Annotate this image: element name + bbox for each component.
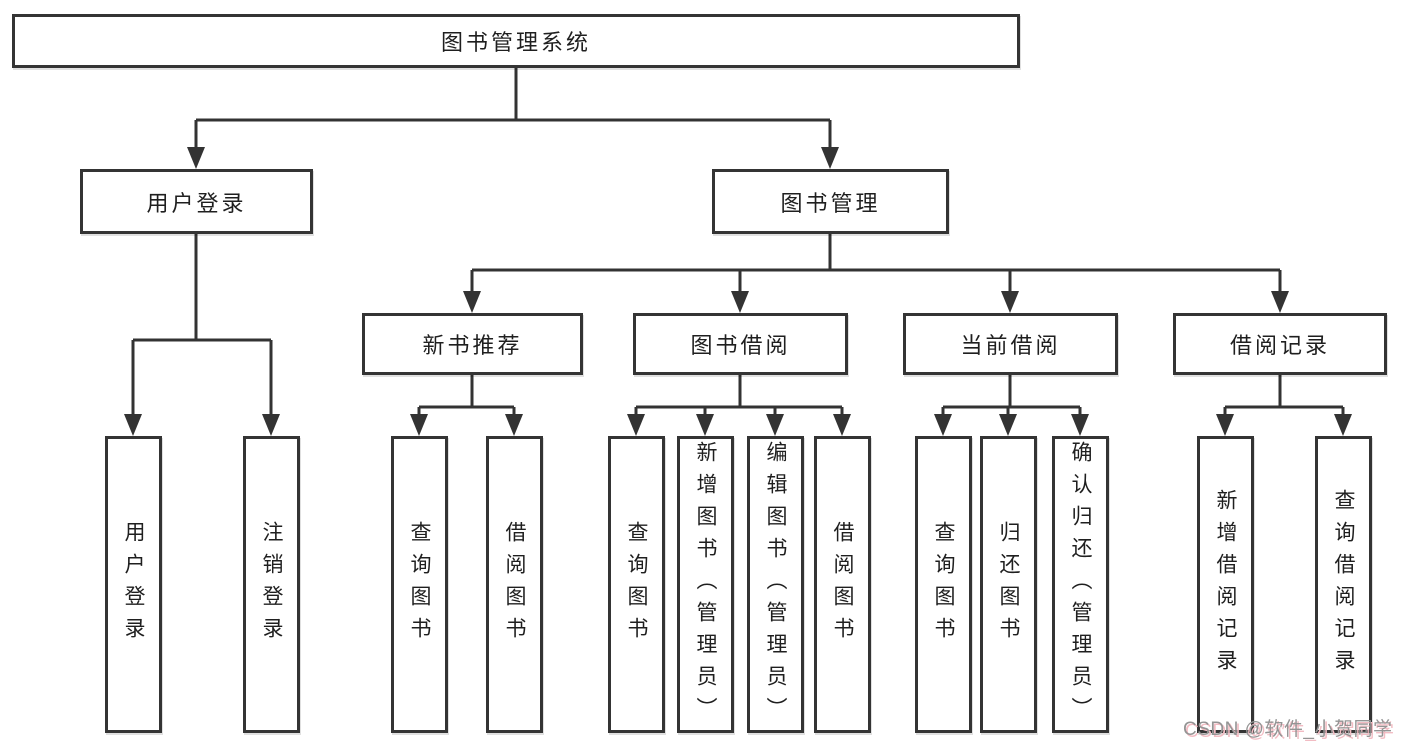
leaf-query-books-current: 查询图书 (915, 436, 972, 733)
arrow-down-icon (833, 414, 851, 436)
arrow-down-icon (410, 414, 428, 436)
leaf-query-borrow-record: 查询借阅记录 (1315, 436, 1372, 733)
arrow-down-icon (1071, 414, 1089, 436)
watermark: CSDN @软件_小贺同学 (1183, 719, 1393, 740)
arrow-down-icon (627, 414, 645, 436)
leaf-add-book-admin: 新增图书（管理员） (677, 436, 734, 733)
edge-bookborrow-to-leaves (634, 375, 844, 416)
leaf-confirm-return-admin: 确认归还（管理员） (1052, 436, 1109, 733)
arrow-down-icon (1216, 414, 1234, 436)
arrow-down-icon (1001, 291, 1019, 313)
arrowheads (124, 147, 1352, 436)
node-user-login: 用户登录 (80, 169, 313, 234)
leaf-query-books-recommend: 查询图书 (391, 436, 448, 733)
node-book-borrow: 图书借阅 (633, 313, 848, 375)
arrow-down-icon (463, 291, 481, 313)
leaf-borrow-book: 借阅图书 (814, 436, 871, 733)
leaf-borrow-books-recommend: 借阅图书 (486, 436, 543, 733)
arrow-down-icon (766, 414, 784, 436)
leaf-user-login: 用户登录 (105, 436, 162, 733)
arrow-down-icon (696, 414, 714, 436)
leaf-add-borrow-record: 新增借阅记录 (1197, 436, 1254, 733)
edge-userlogin-to-leaves (131, 234, 273, 416)
arrow-down-icon (821, 147, 839, 169)
edge-newbook-to-leaves (417, 375, 516, 416)
arrow-down-icon (187, 147, 205, 169)
leaf-query-books-borrow: 查询图书 (608, 436, 665, 733)
arrow-down-icon (262, 414, 280, 436)
edge-bookmgmt-to-level3 (470, 234, 1282, 293)
edge-borrowrecords-to-leaves (1223, 375, 1345, 416)
node-borrow-records: 借阅记录 (1173, 313, 1387, 375)
arrow-down-icon (999, 414, 1017, 436)
leaf-edit-book-admin: 编辑图书（管理员） (747, 436, 804, 733)
arrow-down-icon (934, 414, 952, 436)
node-new-book-recommend: 新书推荐 (362, 313, 583, 375)
arrow-down-icon (1271, 291, 1289, 313)
leaf-logout-login: 注销登录 (243, 436, 300, 733)
node-system-root: 图书管理系统 (12, 14, 1020, 68)
leaf-return-book: 归还图书 (980, 436, 1037, 733)
edge-root-to-level2 (194, 68, 832, 149)
arrow-down-icon (124, 414, 142, 436)
arrow-down-icon (505, 414, 523, 436)
arrow-down-icon (1334, 414, 1352, 436)
node-current-borrow: 当前借阅 (903, 313, 1118, 375)
edge-currentborrow-to-leaves (941, 375, 1082, 416)
arrow-down-icon (731, 291, 749, 313)
node-book-management: 图书管理 (712, 169, 949, 234)
